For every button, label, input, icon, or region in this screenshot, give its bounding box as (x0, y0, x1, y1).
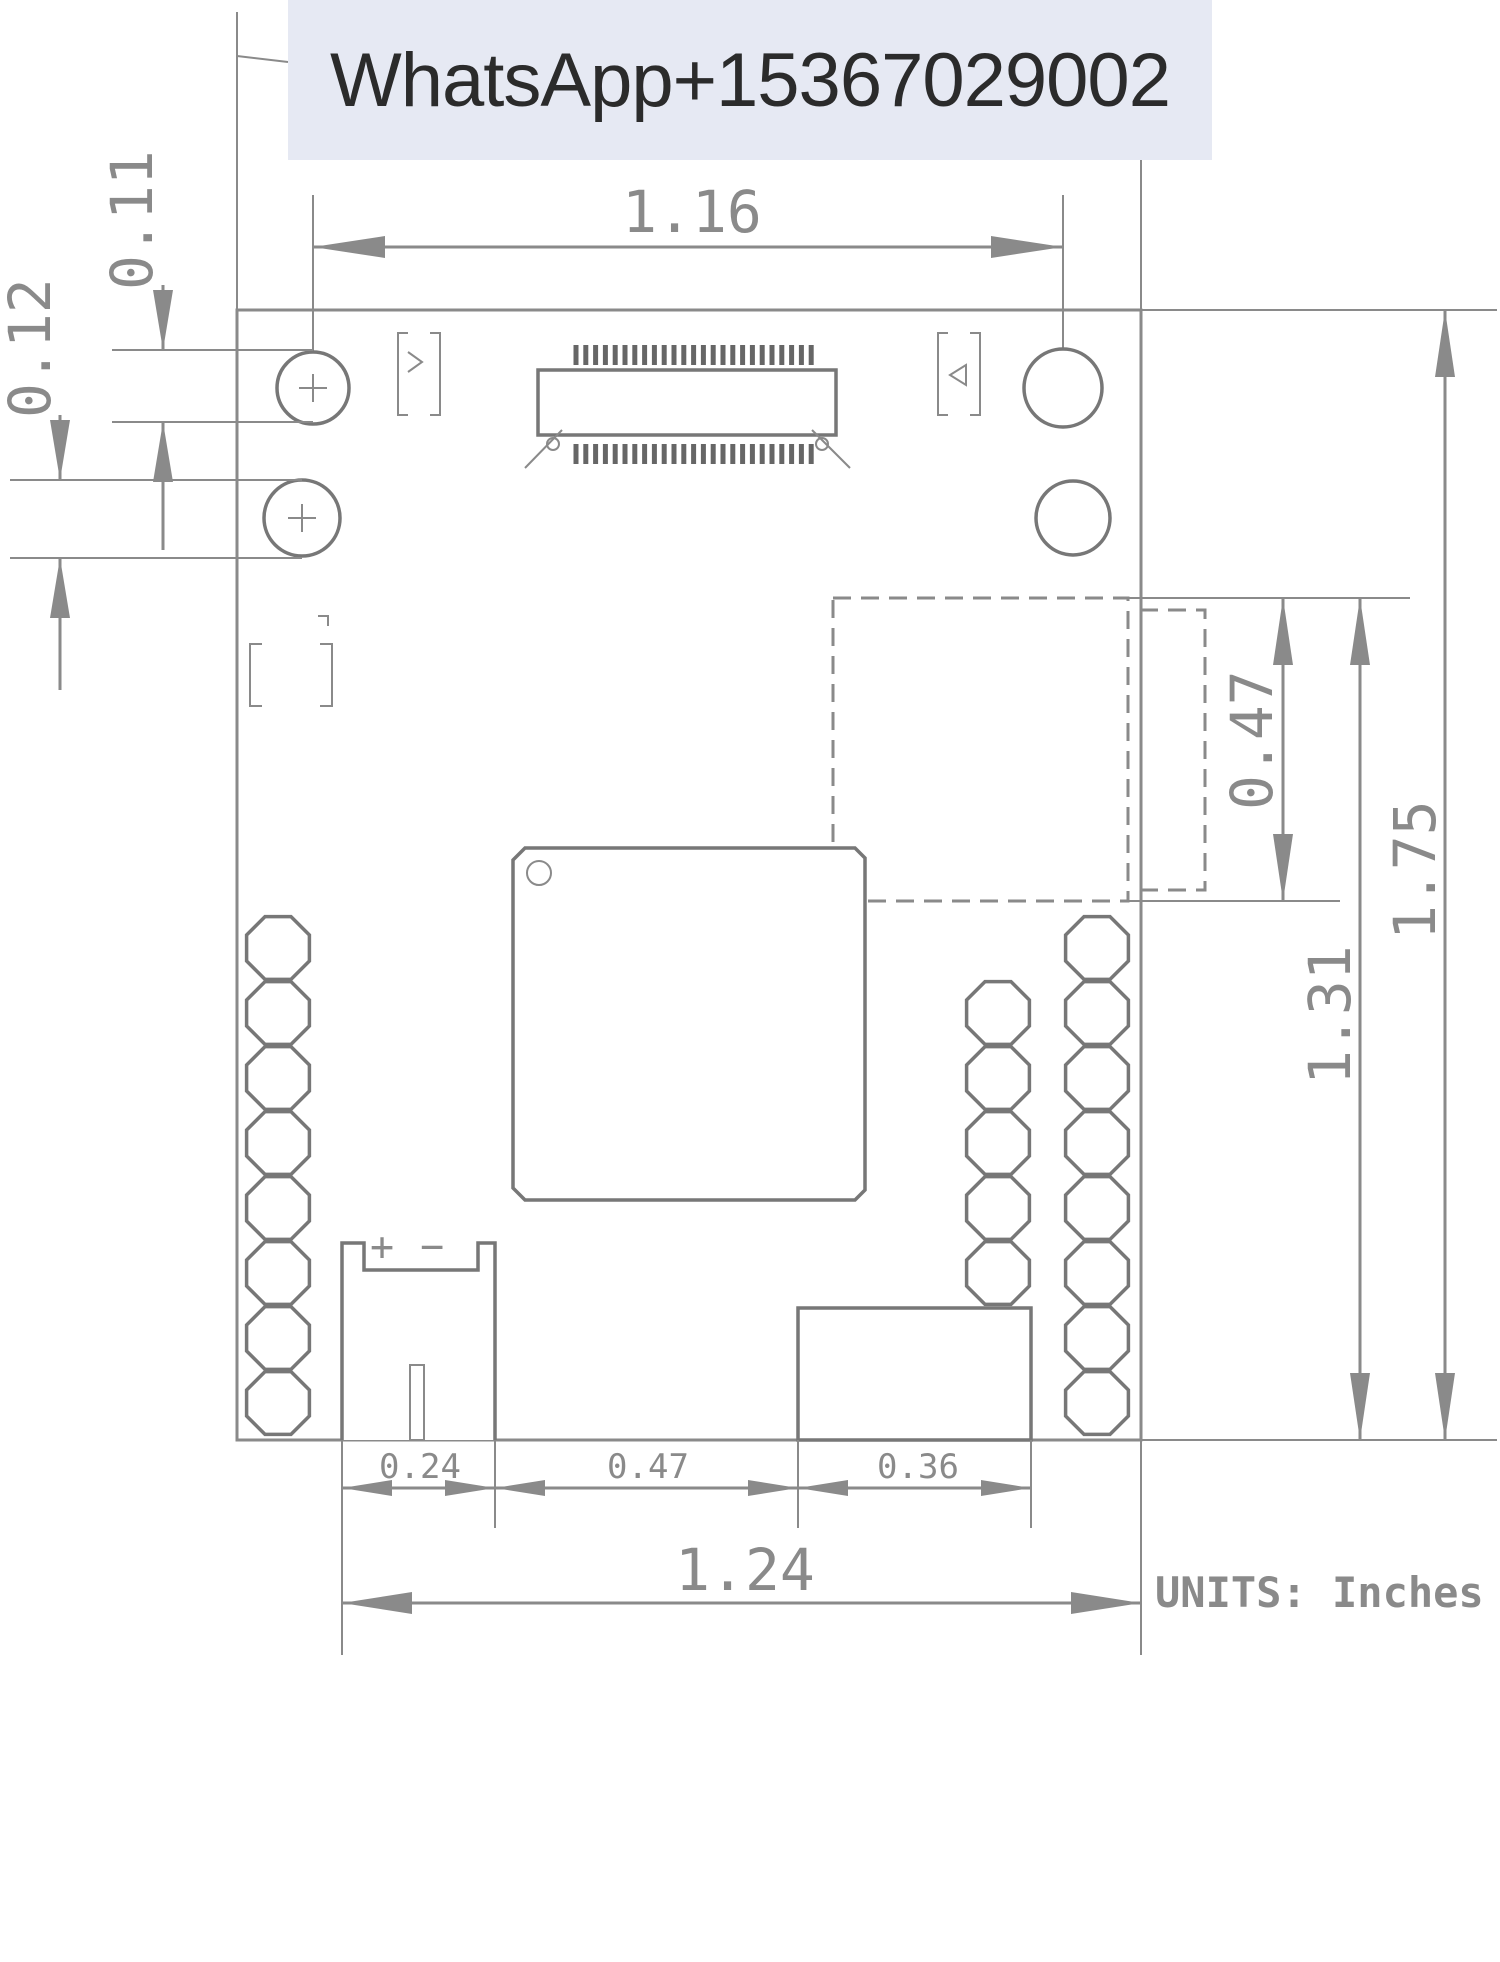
header-pad (964, 1109, 1032, 1177)
header-pad (1063, 1044, 1131, 1112)
header-pad (1063, 1304, 1131, 1372)
dashed-component-area (831, 596, 1207, 903)
dim-offset-012-label: 0.12 (0, 278, 64, 418)
dim-seg1-label: 0.24 (379, 1447, 461, 1487)
header-pad (1063, 1369, 1131, 1437)
header-pad (244, 979, 312, 1047)
header-pad (1063, 979, 1131, 1047)
units-label: UNITS: Inches (1155, 1568, 1484, 1617)
dim-total-height-label: 1.75 (1381, 800, 1449, 940)
header-pad (1063, 1239, 1131, 1307)
power-plus-label: + (370, 1224, 394, 1270)
bottom-block (796, 1306, 1033, 1442)
watermark-banner: WhatsApp+15367029002 (288, 0, 1212, 160)
pin-header-right-outer (1063, 914, 1131, 1437)
header-pad (1063, 1109, 1131, 1177)
header-pad (244, 1044, 312, 1112)
watermark-text: WhatsApp+15367029002 (330, 37, 1171, 123)
header-pad (244, 1304, 312, 1372)
silkscreen-marks (249, 332, 981, 707)
dimension-bottom-segments: 0.24 0.47 0.36 (341, 1440, 1142, 1655)
dimension-bottom-width: 1.24 (342, 1536, 1141, 1614)
header-pad (244, 1174, 312, 1242)
main-chip (511, 846, 867, 1202)
dimension-dash-height: 0.47 (1128, 597, 1410, 902)
dim-lower-height-label: 1.31 (1296, 945, 1364, 1085)
dim-seg2-label: 0.47 (607, 1447, 689, 1487)
header-pad (964, 979, 1032, 1047)
header-pad (1063, 1174, 1131, 1242)
pin-header-left (244, 914, 312, 1437)
dim-dash-height-label: 0.47 (1218, 670, 1286, 810)
board-outline (235, 308, 1143, 1442)
header-pad (244, 1109, 312, 1177)
dimension-lower-height: 1.31 (1296, 598, 1370, 1440)
header-pad (964, 1044, 1032, 1112)
dimension-left-offsets: 0.11 0.12 (0, 150, 313, 690)
header-pad (964, 1239, 1032, 1307)
dim-top-width-label: 1.16 (622, 178, 762, 246)
dimension-top-width: 1.16 (312, 178, 1064, 390)
header-pad (244, 1239, 312, 1307)
dim-offset-011-label: 0.11 (98, 150, 166, 290)
power-minus-label: − (420, 1224, 444, 1270)
header-pad (244, 914, 312, 982)
dim-bottom-width-label: 1.24 (675, 1536, 815, 1604)
pin-header-right-inner (964, 979, 1032, 1307)
dimension-total-height: 1.75 (1381, 310, 1455, 1440)
header-pad (1063, 914, 1131, 982)
dim-seg3-label: 0.36 (877, 1447, 959, 1487)
power-connector: + − (340, 1224, 497, 1441)
header-pad (964, 1174, 1032, 1242)
header-pad (244, 1369, 312, 1437)
fpc-connector (524, 345, 851, 469)
